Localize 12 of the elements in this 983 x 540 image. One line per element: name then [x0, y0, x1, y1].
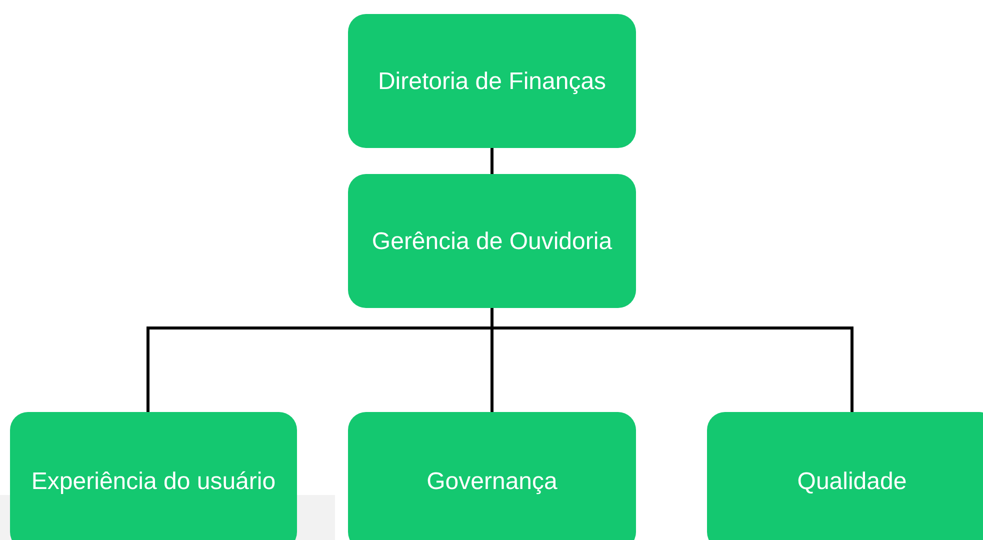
box-label: Governança	[426, 466, 558, 496]
box-label: Experiência do usuário	[31, 466, 276, 496]
box-label: Gerência de Ouvidoria	[372, 226, 612, 256]
org-box	[10, 412, 297, 540]
org-box	[707, 412, 983, 540]
org-box	[348, 174, 636, 308]
org-box	[348, 14, 636, 148]
box-label: Diretoria de Finanças	[378, 66, 606, 96]
connector-line	[490, 148, 494, 174]
connector-line	[490, 308, 854, 412]
org-box	[348, 412, 636, 540]
box-label: Qualidade	[797, 466, 907, 496]
